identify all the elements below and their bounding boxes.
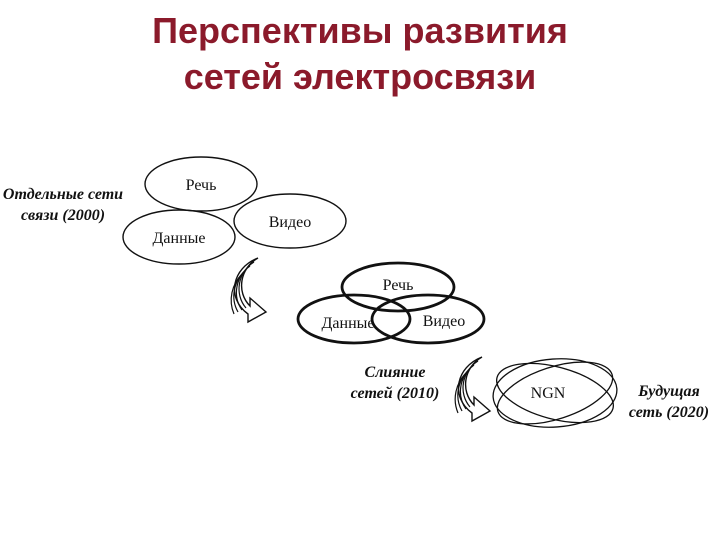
video-overlap-ellipse xyxy=(370,293,486,345)
stage3-caption-line-2: сеть (2020) xyxy=(629,404,709,421)
stage2-caption-line-1: Слияние xyxy=(365,364,426,381)
stage2-caption-line-2: сетей (2010) xyxy=(351,385,440,402)
video-network-ellipse xyxy=(233,193,347,249)
speech-label: Речь xyxy=(186,177,217,194)
ngn-orbit-1 xyxy=(496,361,614,425)
data-network-ellipse xyxy=(122,209,236,265)
title-line-2: сетей электросвязи xyxy=(183,56,537,97)
speech-network-ellipse xyxy=(144,156,258,212)
ngn-orbit-2 xyxy=(496,362,614,424)
curved-arrow-icon xyxy=(454,356,491,422)
page-title: Перспективы развития сетей электросвязи xyxy=(0,8,720,100)
title-line-1: Перспективы развития xyxy=(152,10,568,51)
ngn-orbit-3 xyxy=(492,358,618,428)
stage-network-convergence: Речь Данные Видео Слияние сетей (2010) xyxy=(296,261,486,402)
stage1-caption-line-2: связи (2000) xyxy=(21,207,105,224)
stage-separate-networks: Речь Видео Данные Отдельные сети связи (… xyxy=(3,156,347,265)
merged-video-label: Видео xyxy=(423,313,465,330)
stage-ngn: NGN Будущая сеть (2020) xyxy=(492,358,709,428)
data-overlap-ellipse xyxy=(296,293,412,345)
stage3-caption-line-1: Будущая xyxy=(637,383,699,400)
data-label: Данные xyxy=(153,230,206,247)
stage1-caption-line-1: Отдельные сети xyxy=(3,186,123,203)
ngn-label: NGN xyxy=(531,385,566,402)
video-label: Видео xyxy=(269,214,311,231)
speech-overlap-ellipse xyxy=(340,261,456,313)
merged-data-label: Данные xyxy=(322,315,375,332)
curved-arrow-icon xyxy=(230,257,267,323)
merged-speech-label: Речь xyxy=(383,277,414,294)
